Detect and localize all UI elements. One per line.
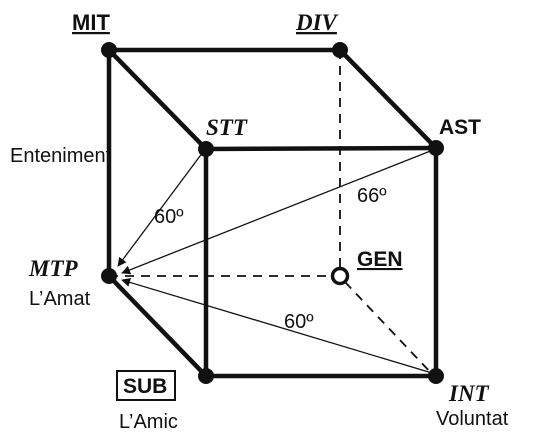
arrow-int-to-mtp	[121, 278, 433, 374]
caption-amat: L’Amat	[29, 288, 91, 310]
label-mtp: MTP	[28, 256, 79, 281]
angle-label-ast-mtp: 66º	[357, 185, 387, 207]
angle-label-int-mtp: 60º	[284, 311, 314, 333]
label-ast: AST	[439, 116, 481, 139]
vertex-div	[332, 42, 348, 58]
vertex-mit	[101, 42, 117, 58]
edge-mit-stt	[106, 47, 209, 152]
label-sub-box	[116, 370, 176, 401]
vertex-stt	[198, 141, 214, 157]
label-div: DIV	[295, 10, 339, 35]
caption-voluntat: Voluntat	[436, 408, 509, 430]
label-sub: SUB	[123, 375, 167, 398]
edge-gen-int	[344, 281, 435, 377]
caption-amic: L’Amic	[119, 411, 178, 433]
angle-label-stt-mtp: 60º	[154, 206, 184, 228]
label-gen: GEN	[357, 248, 403, 271]
vertex-ast	[428, 140, 444, 156]
vertex-int	[428, 368, 444, 384]
label-stt: STT	[206, 115, 248, 140]
caption-enteniment: Enteniment	[10, 145, 112, 167]
edge-stt-ast	[203, 145, 439, 152]
label-mit: MIT	[72, 10, 110, 35]
arrow-stt-to-mtp	[117, 151, 204, 267]
vertex-mtp	[101, 268, 117, 284]
label-int: INT	[448, 381, 490, 406]
arrow-ast-to-mtp	[121, 149, 434, 275]
edge-mtp-sub	[106, 273, 209, 379]
edge-div-ast	[337, 47, 439, 151]
vertex-sub	[198, 368, 214, 384]
vertex-gen	[330, 266, 350, 286]
